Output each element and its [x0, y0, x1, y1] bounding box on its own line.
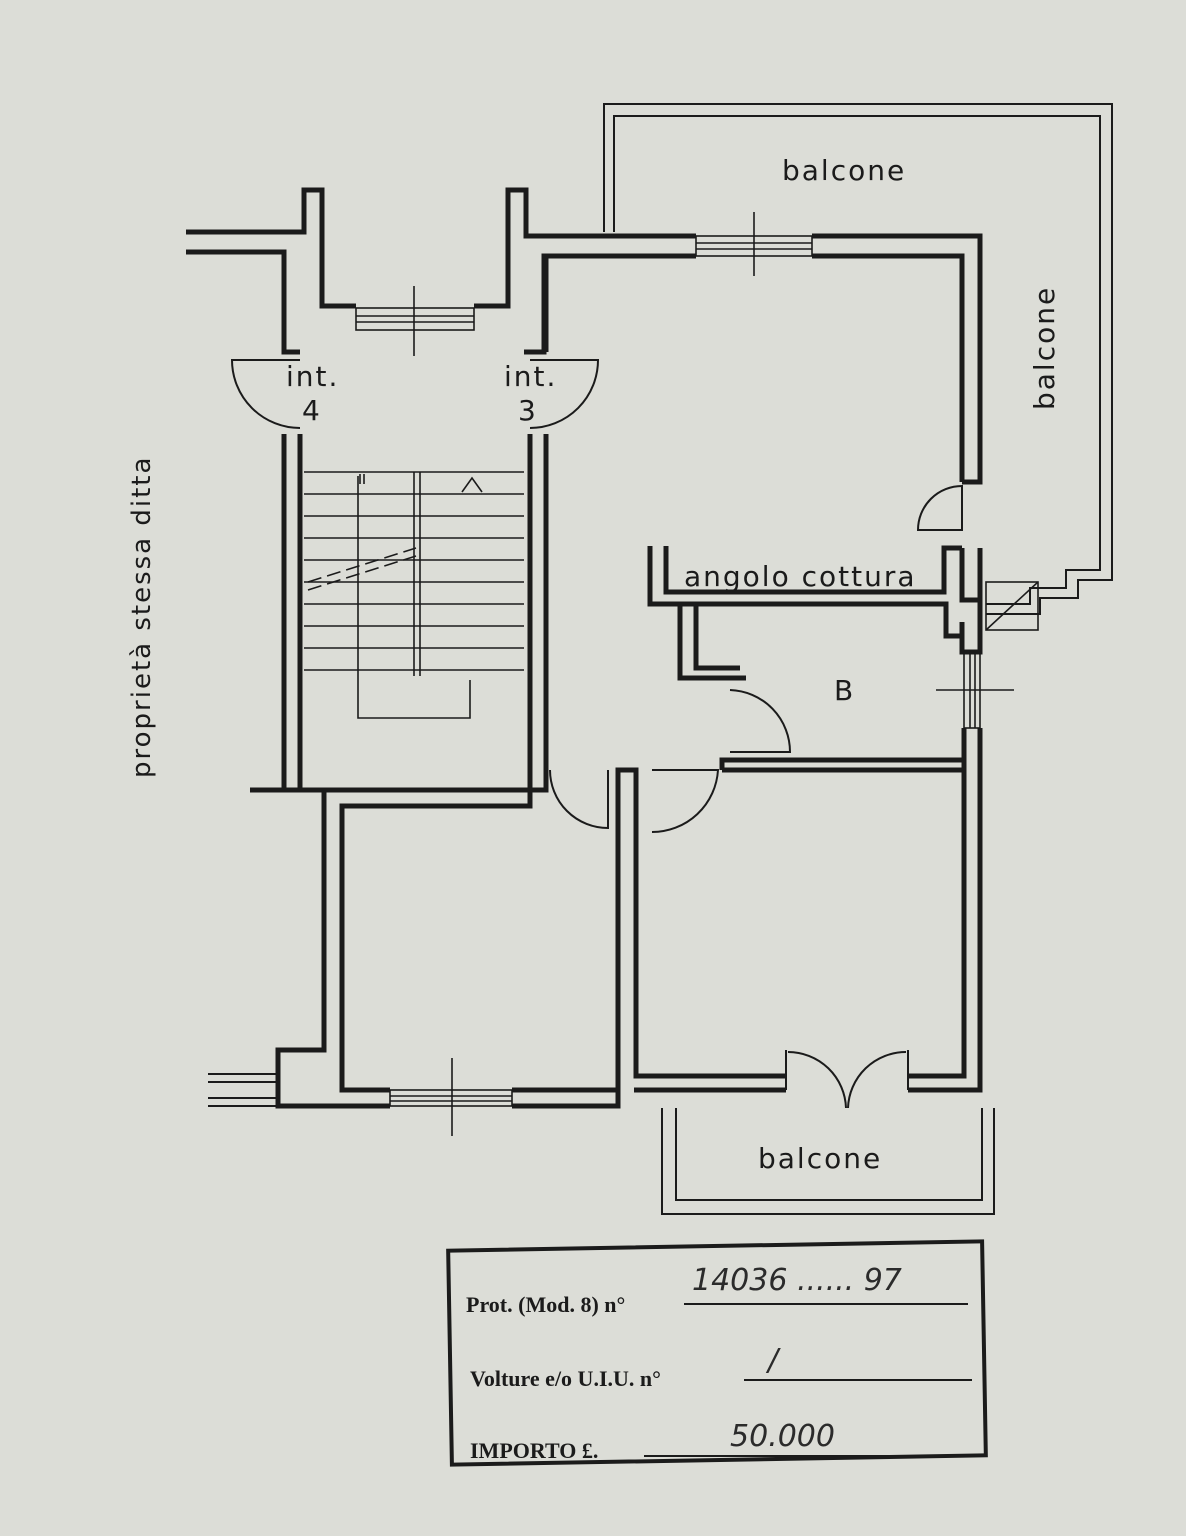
- label-int4-line1: int.: [286, 360, 339, 393]
- stamp-box: Prot. (Mod. 8) n° 14036 ...... 97 Voltur…: [446, 1239, 988, 1467]
- label-balcone-top: balcone: [782, 154, 906, 187]
- label-int3-line2: 3: [518, 394, 538, 427]
- main-walls: [186, 187, 983, 1109]
- label-room-b: B: [834, 674, 855, 707]
- balcony-top-right-outline: [603, 103, 1113, 615]
- doors: [230, 359, 963, 1109]
- stamp-volture-label: Volture e/o U.I.U. n°: [470, 1366, 661, 1391]
- label-side-note: proprietà stessa ditta: [127, 456, 157, 778]
- windows: [355, 212, 1014, 1136]
- stamp-importo-value: 50.000: [730, 1419, 835, 1454]
- stamp-prot-value: 14036 ...... 97: [692, 1263, 902, 1298]
- balcony-bottom-outline: [661, 1108, 995, 1215]
- stamp-volture-value: /: [765, 1343, 781, 1378]
- label-int3-line1: int.: [504, 360, 557, 393]
- staircase: [304, 471, 524, 719]
- label-balcone-right: balcone: [1028, 286, 1061, 410]
- label-int4-line2: 4: [302, 394, 322, 427]
- label-balcone-bottom: balcone: [758, 1142, 882, 1175]
- label-angolo-cottura: angolo cottura: [684, 560, 917, 593]
- stamp-prot-label: Prot. (Mod. 8) n°: [466, 1292, 625, 1317]
- service-box: [985, 581, 1039, 631]
- stamp-importo-label: IMPORTO £.: [470, 1438, 598, 1463]
